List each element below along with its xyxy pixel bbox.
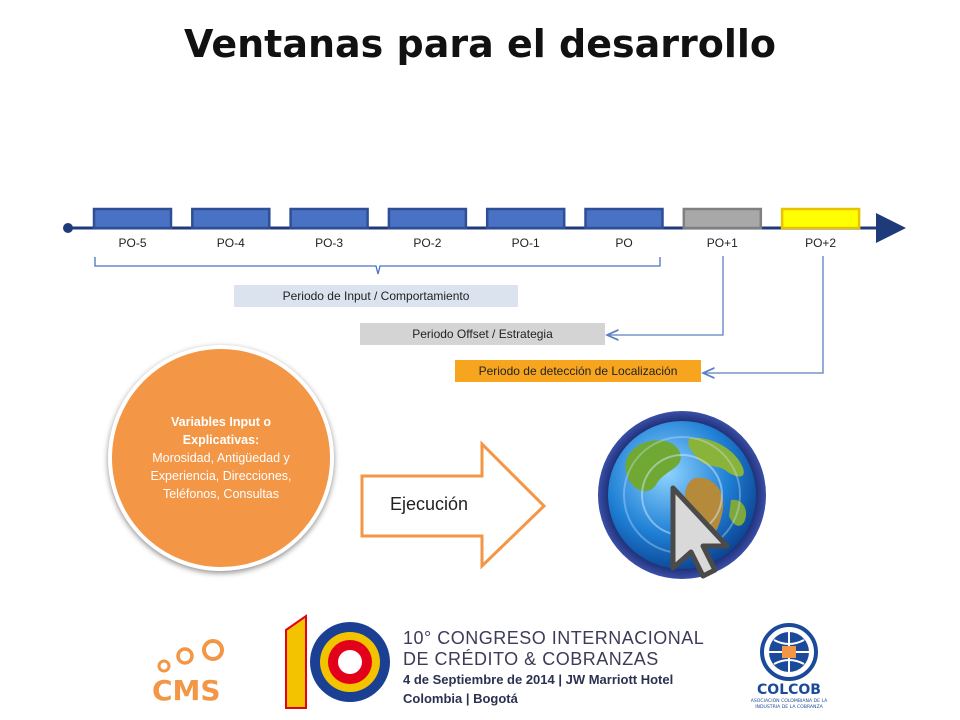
input-period-label: Periodo de Input / Comportamiento — [234, 285, 518, 307]
globe-cursor-icon — [598, 411, 766, 579]
period-label: PO+2 — [805, 236, 837, 250]
variables-heading: Variables Input o Explicativas: — [170, 415, 272, 447]
offset-connector — [607, 256, 724, 335]
variables-list: Morosidad, Antigüedad y Experiencia, Dir… — [150, 451, 292, 501]
offset-period-label: Periodo Offset / Estrategia — [360, 323, 605, 345]
period-label: PO-1 — [511, 236, 540, 250]
period-block-3 — [387, 207, 468, 230]
anniversary-number: 10 — [278, 610, 280, 611]
timeline-start-dot — [63, 223, 73, 233]
colcob-name: COLCOB — [757, 682, 821, 698]
execution-label: Ejecución — [390, 494, 469, 514]
colcob-sub1: ASOCIACIÓN COLOMBIANA DE LA — [751, 697, 828, 704]
period-label: PO-2 — [413, 236, 442, 250]
period-label: PO — [615, 236, 633, 250]
period-label: PO-5 — [118, 236, 147, 250]
period-block-7 — [780, 207, 861, 230]
anniversary-logo: 10 — [278, 610, 390, 709]
congress-city: Colombia | Bogotá — [403, 691, 518, 706]
congress-date: 4 de Septiembre de 2014 | JW Marriott Ho… — [403, 672, 674, 687]
congress-title-line2: DE CRÉDITO & COBRANZAS — [403, 649, 659, 669]
detection-period-label: Periodo de detección de Localización — [455, 360, 701, 382]
colcob-logo: COLCOB ASOCIACIÓN COLOMBIANA DE LA INDUS… — [751, 623, 828, 710]
detection-connector — [703, 256, 824, 373]
period-label: PO+1 — [706, 236, 738, 250]
period-label: PO-4 — [216, 236, 245, 250]
period-block-5 — [584, 207, 664, 230]
period-block-1 — [191, 207, 271, 230]
execution-arrow — [360, 440, 547, 570]
variables-circle: Variables Input o Explicativas: Morosida… — [108, 345, 334, 571]
cms-logo-text: CMS — [152, 674, 221, 707]
period-block-2 — [289, 207, 369, 230]
congress-info: 10° CONGRESO INTERNACIONAL DE CRÉDITO & … — [403, 628, 704, 708]
slide-title: Ventanas para el desarrollo — [184, 22, 776, 66]
cms-logo: CMS — [152, 639, 224, 707]
input-brace — [94, 257, 661, 275]
period-block-0 — [92, 207, 173, 230]
colcob-sub2: INDUSTRIA DE LA COBRANZA — [755, 704, 823, 710]
period-block-6 — [682, 207, 763, 230]
period-label: PO-3 — [315, 236, 344, 250]
period-block-4 — [485, 207, 566, 230]
congress-title-line1: 10° CONGRESO INTERNACIONAL — [403, 628, 705, 648]
timeline — [63, 207, 906, 400]
